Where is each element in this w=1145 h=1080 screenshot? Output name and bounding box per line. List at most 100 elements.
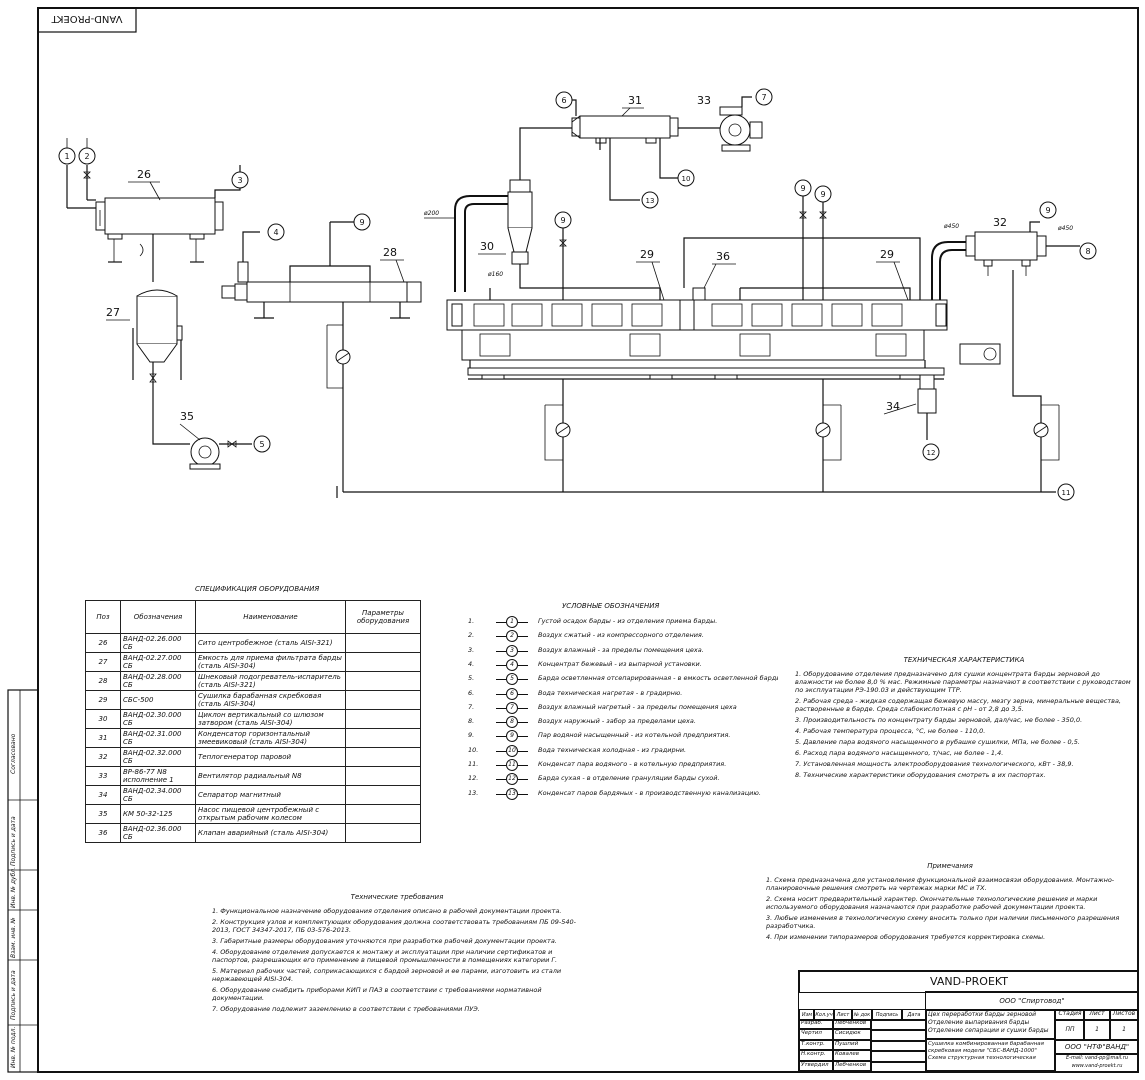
svg-text:13: 13 (646, 197, 655, 205)
legend-num: 12. (468, 774, 479, 783)
spec-cell-pos: 36 (85, 823, 121, 843)
title-block: VAND-PROEKT ООО "Спиртовод" Цех перерабо… (798, 970, 1139, 1073)
spec-cell-code: ВАНД-02.27.000 СБ (120, 652, 196, 672)
legend-line (496, 779, 506, 781)
legend-line (518, 736, 528, 738)
sidebar-label: Взам. инв. № (10, 917, 17, 958)
legend-line (518, 679, 528, 681)
list-item: 3. Любые изменения в технологическую схе… (766, 914, 1120, 930)
spec-cell-par (345, 709, 421, 729)
legend-desc: Воздух влажный нагретый - за пределы пом… (538, 702, 737, 711)
legend-desc: Барда осветленная отсепарированная - в е… (538, 674, 778, 683)
list-item: 4. Оборудование отделения допускается к … (212, 948, 558, 964)
legend-title: УСЛОВНЫЕ ОБОЗНАЧЕНИЯ (562, 602, 660, 610)
equipment-34: 34 (883, 374, 937, 440)
legend-line (518, 722, 528, 724)
legend-line (518, 650, 528, 652)
stamp-signature (871, 1060, 927, 1073)
legend-line (518, 707, 528, 709)
stream-markers: 1 2 3 4 5 6 7 8 9 9 9 9 9 10 11 12 13 (58, 88, 1097, 501)
spec-cell-code: ВАНД-02.36.000 СБ (120, 823, 196, 843)
list-item: 3. Габаритные размеры оборудования уточн… (212, 937, 557, 945)
spec-cell-name: Вентилятор радиальный N8 (195, 766, 346, 786)
spec-cell-par (345, 747, 421, 767)
spec-cell-name: Шнековый подогреватель-испаритель (сталь… (195, 671, 346, 691)
spec-cell-par (345, 652, 421, 672)
spec-cell-code: ВАНД-02.26.000 СБ (120, 633, 196, 653)
legend-marker: 10 (506, 744, 518, 757)
svg-text:12: 12 (927, 449, 936, 457)
stamp-role: Утвердил (799, 1060, 833, 1071)
svg-text:5: 5 (259, 440, 264, 449)
stamp-signature (871, 1029, 927, 1042)
svg-text:7: 7 (761, 93, 766, 102)
list-item: 7. Установленная мощность электрооборудо… (795, 760, 1074, 768)
legend-line (496, 750, 506, 752)
legend-num: 5. (468, 674, 475, 683)
stamp-signature (871, 1039, 927, 1053)
svg-text:6: 6 (561, 96, 566, 105)
spec-cell-code: КМ 50-32-125 (120, 804, 196, 824)
spec-cell-pos: 30 (85, 709, 121, 729)
stamp-product: Сушилка комбинированная барабанная скреб… (925, 1039, 1055, 1071)
svg-text:9: 9 (820, 190, 825, 199)
sidebar-label: Подпись и дата (10, 970, 17, 1020)
legend-line (496, 765, 506, 766)
equipment-29: 29 29 (446, 248, 948, 380)
spec-cell-pos: 31 (85, 728, 121, 748)
spec-cell-par (345, 671, 421, 691)
legend-line (496, 664, 506, 666)
sidebar-label: Инв. № подл. (10, 1026, 17, 1068)
legend-desc: Конденсат пара водяного - в котельную пр… (538, 760, 727, 768)
tech-characteristics: ТЕХНИЧЕСКАЯ ХАРАКТЕРИСТИКА 1. Оборудован… (795, 656, 1133, 782)
list-item: 2. Конструкция узлов и комплектующих обо… (212, 918, 577, 934)
legend-desc: Концентрат бежевый - из выпарной установ… (538, 659, 702, 668)
legend-marker: 7 (506, 701, 518, 714)
legend-marker: 3 (506, 644, 518, 657)
spec-header-name: Наименование (195, 600, 346, 634)
stamp-stage-h: Стадия (1055, 1009, 1085, 1021)
sidebar-label: Инв. № дубл. (10, 866, 17, 908)
sidebar: Инв. № подл. Подпись и дата Взам. инв. №… (8, 690, 38, 1072)
stamp-signature (871, 1019, 927, 1032)
spec-cell-par (345, 690, 421, 710)
legend-desc: Барда сухая - в отделение грануляции бар… (538, 774, 720, 783)
list-item: 1. Схема предназначена для установления … (766, 876, 1115, 892)
legend-num: 8. (468, 717, 475, 726)
legend-desc: Воздух наружный - забор за пределами цех… (538, 717, 696, 726)
legend-num: 2. (468, 631, 475, 640)
legend-line (518, 622, 528, 623)
stamp-col-header: Кол.уч (813, 1009, 835, 1021)
stamp-customer: ООО "Спиртовод" (925, 991, 1139, 1011)
legend-marker: 4 (506, 658, 518, 671)
legend-marker: 6 (506, 687, 518, 700)
equipment-spec-table: Поз Обозначения Наименование Параметры о… (85, 600, 421, 843)
tech-title: ТЕХНИЧЕСКАЯ ХАРАКТЕРИСТИКА (903, 656, 1025, 664)
sidebar-label: Подпись и дата (10, 816, 17, 866)
stamp-role: Разраб. (799, 1019, 833, 1030)
corner-label: VAND-PROEKT (51, 13, 123, 24)
list-item: 4. Рабочая температура процесса, °С, не … (795, 727, 986, 735)
label-35: 35 (180, 410, 194, 423)
spec-cell-name: Сепаратор магнитный (195, 785, 346, 805)
spec-cell-name: Насос пищевой центробежный с открытым ра… (195, 804, 346, 824)
list-item: 2. Рабочая среда - жидкая содержащая беж… (795, 697, 1121, 713)
spec-cell-par (345, 633, 421, 653)
spec-cell-code: ВР-86-77 N8 исполнение 1 (120, 766, 196, 786)
stamp-person: Лебченков (833, 1060, 871, 1071)
spec-header-params: Параметры оборудования (345, 600, 421, 634)
dryer-drive (959, 343, 1001, 365)
stamp-col-header: Изм (799, 1009, 815, 1021)
svg-text:9: 9 (359, 218, 364, 227)
spec-cell-pos: 34 (85, 785, 121, 805)
